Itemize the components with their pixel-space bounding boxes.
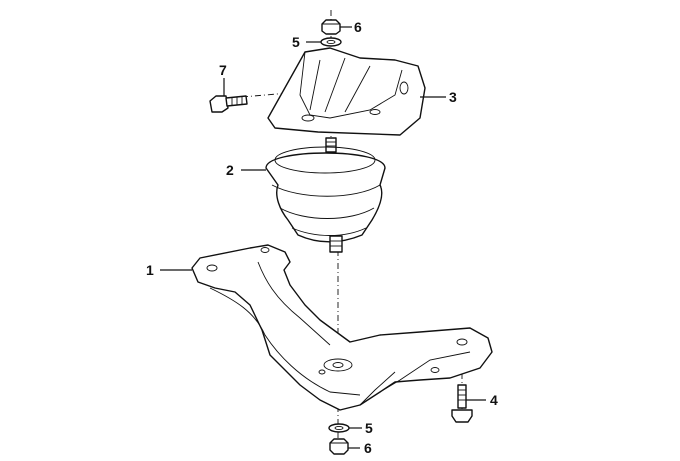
- hex-bolt-left: [209, 95, 248, 113]
- callout-1: 1: [146, 262, 154, 278]
- callout-4: 4: [490, 392, 498, 408]
- rubber-engine-mount: [265, 137, 386, 253]
- bottom-hex-nut: [329, 438, 349, 455]
- callout-2: 2: [226, 162, 234, 178]
- callout-5-top: 5: [292, 34, 300, 50]
- callout-7: 7: [219, 62, 227, 78]
- callout-5-bottom: 5: [365, 420, 373, 436]
- callout-6-bottom: 6: [364, 440, 372, 456]
- support-arm: [191, 244, 493, 411]
- top-washer: [320, 37, 342, 47]
- callout-6-top: 6: [354, 19, 362, 35]
- mounting-bracket: [267, 47, 426, 136]
- top-hex-nut: [321, 19, 341, 35]
- hex-bolt-right: [451, 384, 473, 423]
- callout-3: 3: [449, 89, 457, 105]
- bottom-washer: [328, 423, 350, 433]
